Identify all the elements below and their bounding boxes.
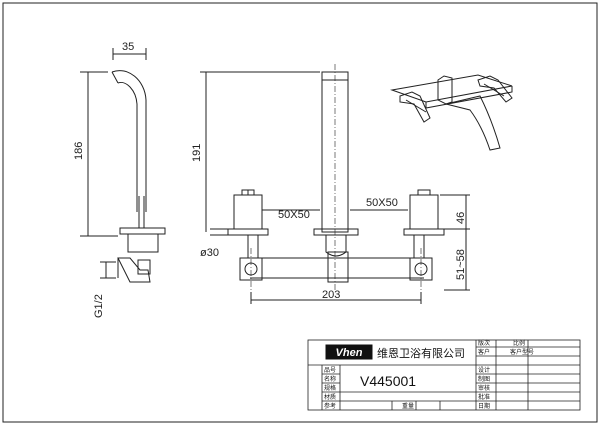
iso-right-handle <box>477 75 513 103</box>
label-name: 名称 <box>324 375 336 383</box>
title-block <box>307 339 581 411</box>
right-handle <box>409 194 439 230</box>
label-customer-code: 客户型号 <box>510 348 534 356</box>
dim-width: 203 <box>322 289 340 301</box>
label-weight: 重量 <box>402 402 414 410</box>
label-version: 版次 <box>478 339 490 347</box>
label-customer: 客户 <box>478 348 490 356</box>
brand-logo <box>325 344 373 360</box>
dim-spout-height: 186 <box>73 142 85 160</box>
dim-overall-height: 191 <box>191 144 203 162</box>
dim-thread: G1/2 <box>93 294 105 318</box>
dim-plate-left: 50X50 <box>278 209 310 221</box>
label-code: 品号 <box>324 367 336 374</box>
iso-spout <box>445 95 501 151</box>
left-handle <box>233 194 263 230</box>
front-view <box>200 64 470 304</box>
dim-diameter: ø30 <box>200 247 219 259</box>
label-drawing: 制图 <box>478 375 490 383</box>
dim-depth-b: 51~58 <box>455 249 467 280</box>
company-name: 维恩卫浴有限公司 <box>377 346 465 360</box>
label-date: 日期 <box>478 402 490 410</box>
dim-plate-right: 50X50 <box>366 197 398 209</box>
label-ref: 参考 <box>324 402 336 410</box>
spout-outer <box>111 70 147 212</box>
dim-depth-a: 46 <box>455 212 467 224</box>
side-view <box>80 48 166 283</box>
side-plate <box>119 227 166 235</box>
spout-inner <box>117 81 138 212</box>
iso-spout-base <box>437 75 453 105</box>
label-review: 审核 <box>478 384 490 392</box>
label-material: 材质 <box>324 393 336 401</box>
label-approve: 批准 <box>478 393 490 401</box>
isometric-view <box>390 74 513 151</box>
brand-name: Vhen <box>336 347 363 359</box>
dim-spout-offset: 35 <box>122 41 134 53</box>
side-valve <box>117 257 151 283</box>
label-ratio: 比例 <box>513 339 525 347</box>
label-spec: 规格 <box>324 384 336 392</box>
label-design: 设计 <box>478 366 490 374</box>
iso-left-handle <box>399 91 431 123</box>
model-number: V445001 <box>360 373 416 389</box>
